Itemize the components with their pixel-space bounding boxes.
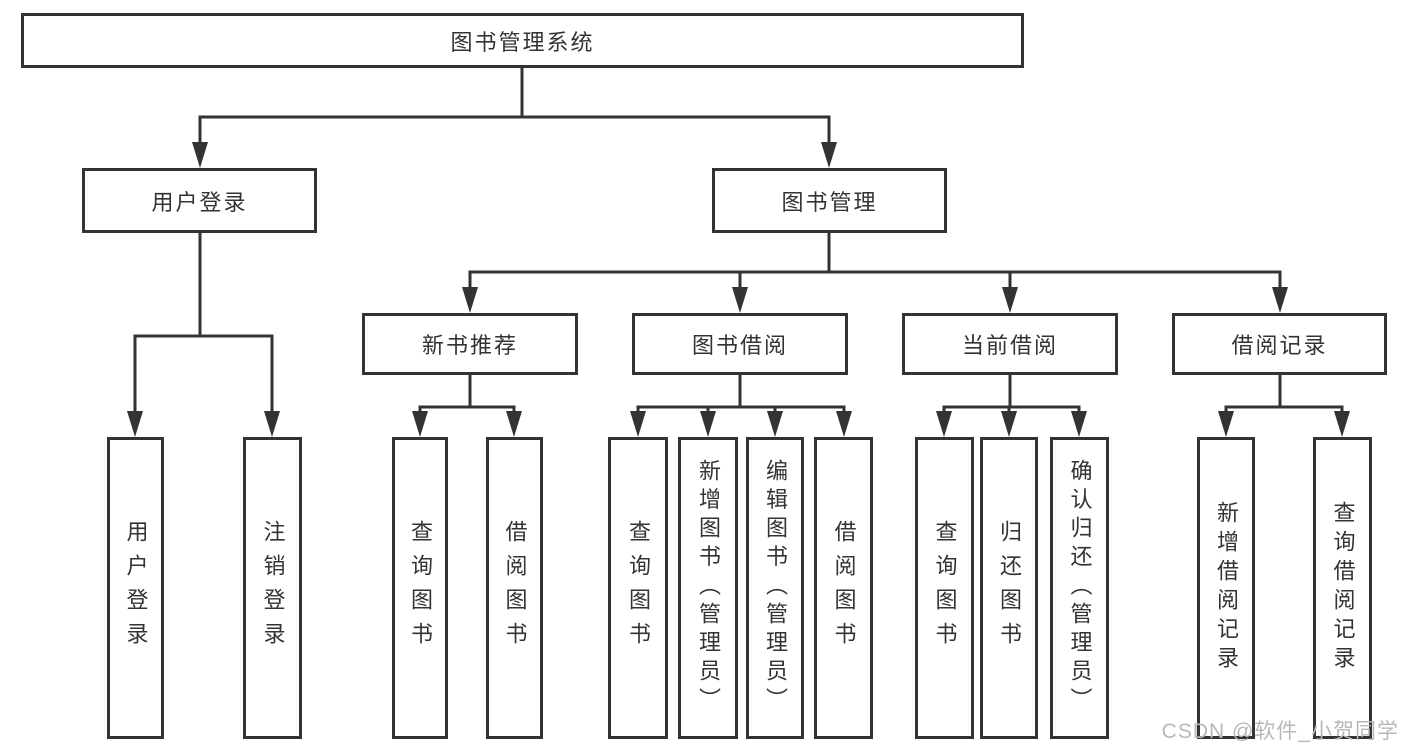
leaf-edit-book-admin: 编辑图书（管理员） bbox=[746, 437, 804, 739]
leaf-query-borrow-record: 查询借阅记录 bbox=[1313, 437, 1372, 739]
node-new-book-recommend-label: 新书推荐 bbox=[421, 333, 518, 358]
leaf-logout-label: 注销登录 bbox=[260, 519, 286, 657]
leaf-user-login-label: 用户登录 bbox=[123, 519, 149, 657]
leaf-query-books-borrow-label: 查询图书 bbox=[626, 519, 651, 657]
leaf-borrow-books-label: 借阅图书 bbox=[831, 519, 857, 657]
node-book-borrow-label: 图书借阅 bbox=[691, 333, 788, 358]
leaf-query-books-recommend-label: 查询图书 bbox=[408, 519, 433, 657]
leaf-confirm-return-admin-label: 确认归还（管理员） bbox=[1067, 459, 1093, 717]
node-book-management-label: 图书管理 bbox=[781, 189, 878, 215]
connector-login-to-leaves bbox=[127, 231, 280, 437]
leaf-borrow-books-recommend-label: 借阅图书 bbox=[502, 519, 528, 657]
leaf-return-book: 归还图书 bbox=[980, 437, 1038, 739]
connector-root-to-level2 bbox=[192, 66, 837, 168]
node-user-login-label: 用户登录 bbox=[151, 189, 248, 215]
node-root: 图书管理系统 bbox=[21, 13, 1024, 68]
leaf-query-books-recommend: 查询图书 bbox=[392, 437, 448, 739]
leaf-borrow-books-recommend: 借阅图书 bbox=[486, 437, 543, 739]
leaf-user-login: 用户登录 bbox=[107, 437, 164, 739]
leaf-add-book-admin-label: 新增图书（管理员） bbox=[696, 459, 721, 717]
connector-recommend-to-leaves bbox=[412, 373, 522, 437]
leaf-edit-book-admin-label: 编辑图书（管理员） bbox=[763, 459, 788, 717]
connector-borrow-to-leaves bbox=[630, 373, 852, 437]
node-user-login: 用户登录 bbox=[82, 168, 317, 233]
node-current-borrow-label: 当前借阅 bbox=[961, 333, 1058, 358]
node-book-management: 图书管理 bbox=[712, 168, 947, 233]
node-current-borrow: 当前借阅 bbox=[902, 313, 1118, 375]
leaf-query-books-current: 查询图书 bbox=[915, 437, 974, 739]
connector-current-to-leaves bbox=[936, 373, 1087, 437]
leaf-logout: 注销登录 bbox=[243, 437, 302, 739]
connector-management-to-level3 bbox=[462, 231, 1288, 313]
node-borrow-records-label: 借阅记录 bbox=[1231, 333, 1328, 358]
connector-records-to-leaves bbox=[1218, 373, 1350, 437]
leaf-add-book-admin: 新增图书（管理员） bbox=[678, 437, 738, 739]
leaf-add-borrow-record: 新增借阅记录 bbox=[1197, 437, 1255, 739]
leaf-confirm-return-admin: 确认归还（管理员） bbox=[1050, 437, 1109, 739]
leaf-borrow-books: 借阅图书 bbox=[814, 437, 873, 739]
node-root-label: 图书管理系统 bbox=[450, 29, 595, 55]
node-new-book-recommend: 新书推荐 bbox=[362, 313, 578, 375]
node-borrow-records: 借阅记录 bbox=[1172, 313, 1387, 375]
leaf-query-borrow-record-label: 查询借阅记录 bbox=[1330, 500, 1356, 676]
leaf-add-borrow-record-label: 新增借阅记录 bbox=[1214, 500, 1239, 676]
leaf-return-book-label: 归还图书 bbox=[997, 519, 1022, 657]
leaf-query-books-borrow: 查询图书 bbox=[608, 437, 668, 739]
node-book-borrow: 图书借阅 bbox=[632, 313, 848, 375]
watermark: CSDN @软件_小贺同学 bbox=[1161, 720, 1399, 743]
leaf-query-books-current-label: 查询图书 bbox=[932, 519, 958, 657]
